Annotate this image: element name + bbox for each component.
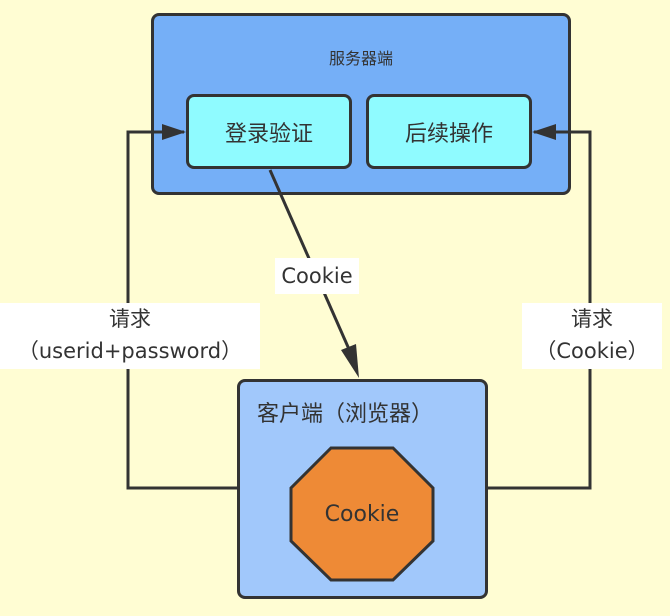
left-arrowhead (162, 124, 186, 140)
right-request-line1: 请求 (571, 307, 613, 331)
client-container (237, 379, 488, 599)
left-request-line1: 请求 (109, 307, 151, 331)
follow-up-box: 后续操作 (366, 94, 532, 169)
right-request-label: 请求 （Cookie） (522, 303, 662, 369)
right-request-line2: （Cookie） (535, 339, 649, 363)
left-request-line2: （userid+password） (17, 339, 243, 363)
cookie-arrowhead (341, 344, 359, 378)
cookie-octagon (289, 446, 435, 582)
login-verify-box: 登录验证 (186, 94, 352, 169)
left-request-label: 请求 （userid+password） (0, 303, 260, 369)
server-title: 服务器端 (328, 49, 393, 68)
right-arrowhead (532, 124, 556, 140)
cookie-store-label: Cookie (324, 501, 400, 527)
cookie-response-label: Cookie (275, 258, 359, 294)
client-title: 客户端（浏览器） (257, 402, 434, 427)
